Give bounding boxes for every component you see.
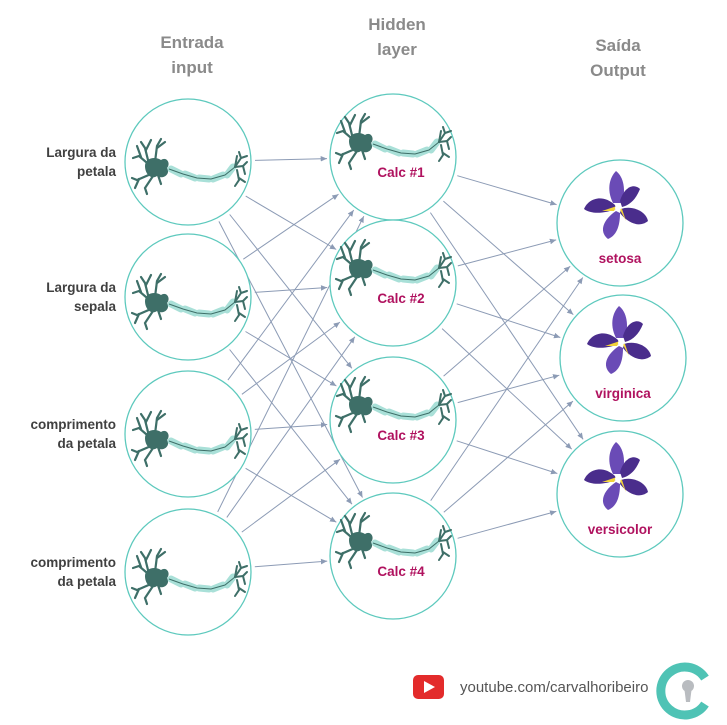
hidden-node-label: Calc #2 (377, 291, 424, 306)
input-title-line2: input (171, 58, 213, 77)
input-title-line1: Entrada (160, 33, 224, 52)
input-node: comprimento da petala (30, 508, 252, 636)
edge-hidden-3-to-output-3 (456, 440, 558, 475)
hidden-node-label: Calc #4 (377, 564, 425, 579)
edge-hidden-4-to-output-3 (457, 510, 557, 539)
edge-input-4-to-hidden-2 (226, 336, 356, 518)
output-node: versicolor (556, 430, 684, 558)
edge-hidden-4-to-output-1 (430, 277, 584, 501)
input-node-circle (124, 233, 252, 361)
output-title-line2: Output (590, 61, 646, 80)
input-node: Largura da petala (46, 98, 252, 226)
hidden-node: Calc #4 (329, 492, 457, 620)
edge-hidden-1-to-output-1 (457, 175, 557, 206)
neuron-icon (334, 238, 452, 297)
input-label: comprimento (30, 555, 116, 570)
input-label: Largura da (46, 280, 116, 295)
hidden-node: Calc #3 (329, 356, 457, 484)
hidden-node-circle (329, 492, 457, 620)
edge-hidden-3-to-output-1 (443, 265, 571, 377)
edge-input-1-to-hidden-3 (229, 214, 353, 369)
neuron-icon (130, 272, 248, 331)
output-node-label: virginica (595, 386, 651, 401)
edge-hidden-3-to-output-2 (457, 374, 560, 404)
edge-input-4-to-hidden-3 (241, 458, 341, 533)
edge-hidden-1-to-output-2 (443, 200, 574, 315)
hidden-node-circle (329, 356, 457, 484)
iris-flower-icon (584, 442, 648, 510)
neuron-icon (130, 137, 248, 196)
iris-flower-icon (584, 171, 648, 239)
input-label: sepala (74, 299, 117, 314)
neuron-icon (130, 547, 248, 606)
edge-input-2-to-hidden-1 (243, 193, 339, 260)
input-node-circle (124, 370, 252, 498)
output-node: virginica (559, 294, 687, 422)
hidden-title-line2: layer (377, 40, 417, 59)
hidden-node-label: Calc #1 (377, 165, 425, 180)
edge-hidden-4-to-output-2 (443, 400, 574, 513)
input-node-circle (124, 508, 252, 636)
input-node-circle (124, 98, 252, 226)
edge-input-4-to-hidden-4 (254, 558, 328, 568)
input-node: comprimento da petala (30, 370, 252, 498)
neuron-icon (130, 409, 248, 468)
carvalho-ribeiro-logo (656, 662, 709, 720)
output-node: setosa (556, 159, 684, 287)
hidden-node-label: Calc #3 (377, 428, 425, 443)
input-label: da petala (57, 436, 116, 451)
hidden-node: Calc #2 (329, 219, 457, 347)
input-node: Largura da sepala (46, 233, 252, 361)
output-node-circle (556, 159, 684, 287)
hidden-node: Calc #1 (329, 93, 457, 221)
output-node-label: versicolor (588, 522, 653, 537)
edge-hidden-2-to-output-2 (456, 303, 561, 339)
edge-input-3-to-hidden-2 (241, 321, 341, 395)
iris-flower-icon (587, 306, 651, 374)
neuron-icon (334, 112, 452, 171)
channel-link[interactable]: youtube.com/carvalhoribeiro (460, 679, 648, 696)
input-label: comprimento (30, 417, 116, 432)
connections (217, 155, 584, 568)
output-title-line1: Saída (595, 36, 641, 55)
edge-input-1-to-hidden-2 (245, 195, 337, 250)
youtube-icon (413, 675, 444, 699)
input-label: petala (77, 164, 117, 179)
edge-input-2-to-hidden-2 (254, 285, 328, 293)
hidden-node-circle (329, 93, 457, 221)
edge-hidden-2-to-output-1 (457, 238, 557, 267)
neuron-icon (334, 511, 452, 570)
output-node-label: setosa (599, 251, 642, 266)
edge-input-3-to-hidden-1 (227, 209, 355, 381)
hidden-title-line1: Hidden (368, 15, 426, 34)
input-label: Largura da (46, 145, 116, 160)
hidden-node-circle (329, 219, 457, 347)
edge-input-1-to-hidden-1 (254, 155, 328, 162)
output-node-circle (559, 294, 687, 422)
neuron-icon (334, 375, 452, 434)
output-node-circle (556, 430, 684, 558)
input-label: da petala (57, 574, 116, 589)
edge-hidden-1-to-output-3 (429, 212, 584, 440)
